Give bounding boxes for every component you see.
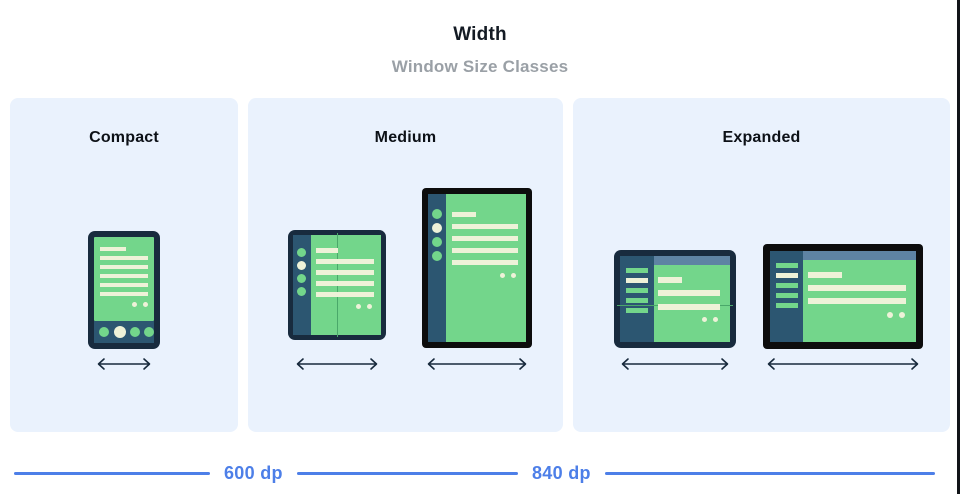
page-subtitle: Window Size Classes	[391, 57, 569, 76]
content-dot	[356, 304, 361, 309]
panels-container: Compact	[10, 98, 950, 432]
phone-screen	[94, 237, 154, 321]
rail-item-active	[776, 273, 798, 278]
top-app-bar	[654, 256, 730, 265]
rail-dot	[432, 209, 442, 219]
stage-compact	[10, 98, 238, 432]
rail-item	[626, 308, 648, 313]
content-line	[100, 292, 148, 296]
ruler-line-right	[296, 472, 493, 475]
rail-item	[626, 298, 648, 303]
panel-label-compact: Compact	[89, 129, 159, 146]
nav-dot-active	[114, 326, 126, 338]
content-dot	[511, 273, 516, 278]
rail-item	[626, 268, 648, 273]
content-dot	[899, 312, 905, 318]
width-arrow-icon	[617, 356, 733, 372]
top-app-bar	[803, 251, 916, 260]
panel-label-medium: Medium	[374, 129, 437, 146]
panel-expanded: Expanded	[573, 98, 950, 432]
content-line	[100, 247, 126, 251]
panel-compact: Compact	[10, 98, 238, 432]
content-line	[316, 259, 374, 264]
rail-dot-active	[432, 223, 442, 233]
content-line	[100, 265, 148, 269]
width-arrow-icon	[763, 356, 923, 372]
width-arrow-icon	[93, 356, 155, 372]
rail-item	[776, 293, 798, 298]
ruler-line-left	[478, 472, 518, 475]
content-line	[808, 285, 906, 291]
ruler-line-right	[604, 472, 935, 475]
device-tablet-portrait	[422, 188, 532, 348]
nav-dot	[99, 327, 109, 337]
breakpoint-label: 600 dp	[224, 463, 283, 483]
rail-dot	[297, 274, 306, 283]
content-line	[658, 290, 720, 296]
content-dot	[132, 302, 137, 307]
content-line	[452, 260, 518, 265]
content-line	[808, 298, 906, 304]
content-line	[100, 283, 148, 287]
breakpoint-label: 840 dp	[532, 463, 591, 483]
content-line	[316, 292, 374, 297]
page-title: Width	[453, 24, 507, 45]
rail-item	[626, 288, 648, 293]
device-tablet-landscape	[763, 244, 923, 349]
navigation-rail	[293, 235, 311, 335]
content-line	[316, 248, 338, 253]
content-line	[316, 281, 374, 286]
rail-dot	[297, 248, 306, 257]
panel-label-expanded: Expanded	[722, 129, 801, 146]
width-arrow-icon	[423, 356, 531, 372]
device-foldable-portrait	[288, 230, 386, 340]
device-foldable-landscape	[614, 250, 736, 348]
content-dot	[367, 304, 372, 309]
device-phone-portrait	[88, 231, 160, 349]
ruler-line-left	[14, 472, 210, 475]
content-line	[658, 304, 720, 310]
content-line	[316, 270, 374, 275]
content-line	[100, 256, 148, 260]
breakpoint-840dp: 840 dp	[478, 463, 935, 484]
content-line	[452, 248, 518, 253]
nav-dot	[130, 327, 140, 337]
width-arrow-icon	[292, 356, 382, 372]
header: Width Window Size Classes	[0, 0, 960, 77]
rail-dot	[432, 237, 442, 247]
rail-dot	[432, 251, 442, 261]
content-dot	[887, 312, 893, 318]
panel-medium: Medium	[248, 98, 563, 432]
rail-item	[776, 283, 798, 288]
rail-item-active	[626, 278, 648, 283]
stage-expanded	[573, 98, 950, 432]
image-right-border	[957, 0, 960, 494]
content-line	[452, 236, 518, 241]
rail-dot-active	[297, 261, 306, 270]
content-line	[808, 272, 842, 278]
content-dot	[500, 273, 505, 278]
content-line	[100, 274, 148, 278]
content-line	[658, 277, 682, 283]
content-dot	[143, 302, 148, 307]
stage-medium	[248, 98, 563, 432]
rail-item	[776, 263, 798, 268]
rail-dot	[297, 287, 306, 296]
content-line	[452, 212, 476, 217]
breakpoint-ruler: 600 dp 840 dp	[0, 432, 960, 494]
content-line	[452, 224, 518, 229]
rail-item	[776, 303, 798, 308]
content-dot	[702, 317, 707, 322]
content-dot	[713, 317, 718, 322]
nav-dot	[144, 327, 154, 337]
breakpoint-600dp: 600 dp	[14, 463, 493, 484]
